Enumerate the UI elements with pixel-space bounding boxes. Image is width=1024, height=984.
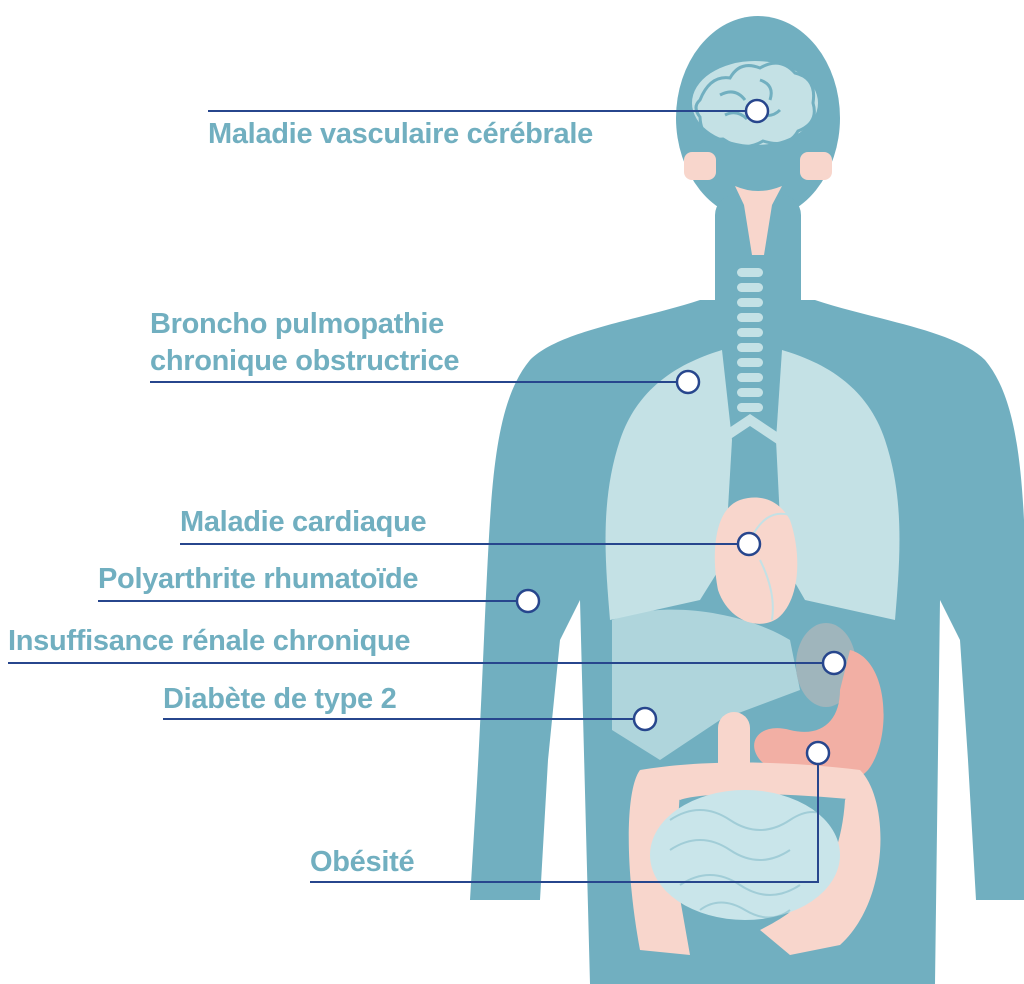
label-obesity: Obésité	[310, 845, 414, 879]
marker-copd	[677, 371, 699, 393]
marker-ckd	[823, 652, 845, 674]
label-cerebrovascular: Maladie vasculaire cérébrale	[208, 117, 593, 151]
heart	[715, 497, 797, 623]
label-copd-line1: Broncho pulmopathie	[150, 307, 444, 341]
label-copd-line2: chronique obstructrice	[150, 344, 459, 378]
small-intestine	[650, 790, 840, 920]
marker-cerebrovascular	[746, 100, 768, 122]
marker-obesity	[807, 742, 829, 764]
marker-heart	[738, 533, 760, 555]
label-ckd: Insuffisance rénale chronique	[8, 624, 410, 658]
label-heart: Maladie cardiaque	[180, 505, 426, 539]
marker-ra	[517, 590, 539, 612]
label-ra: Polyarthrite rhumatoïde	[98, 562, 418, 596]
label-diabetes: Diabète de type 2	[163, 682, 396, 716]
marker-diabetes	[634, 708, 656, 730]
